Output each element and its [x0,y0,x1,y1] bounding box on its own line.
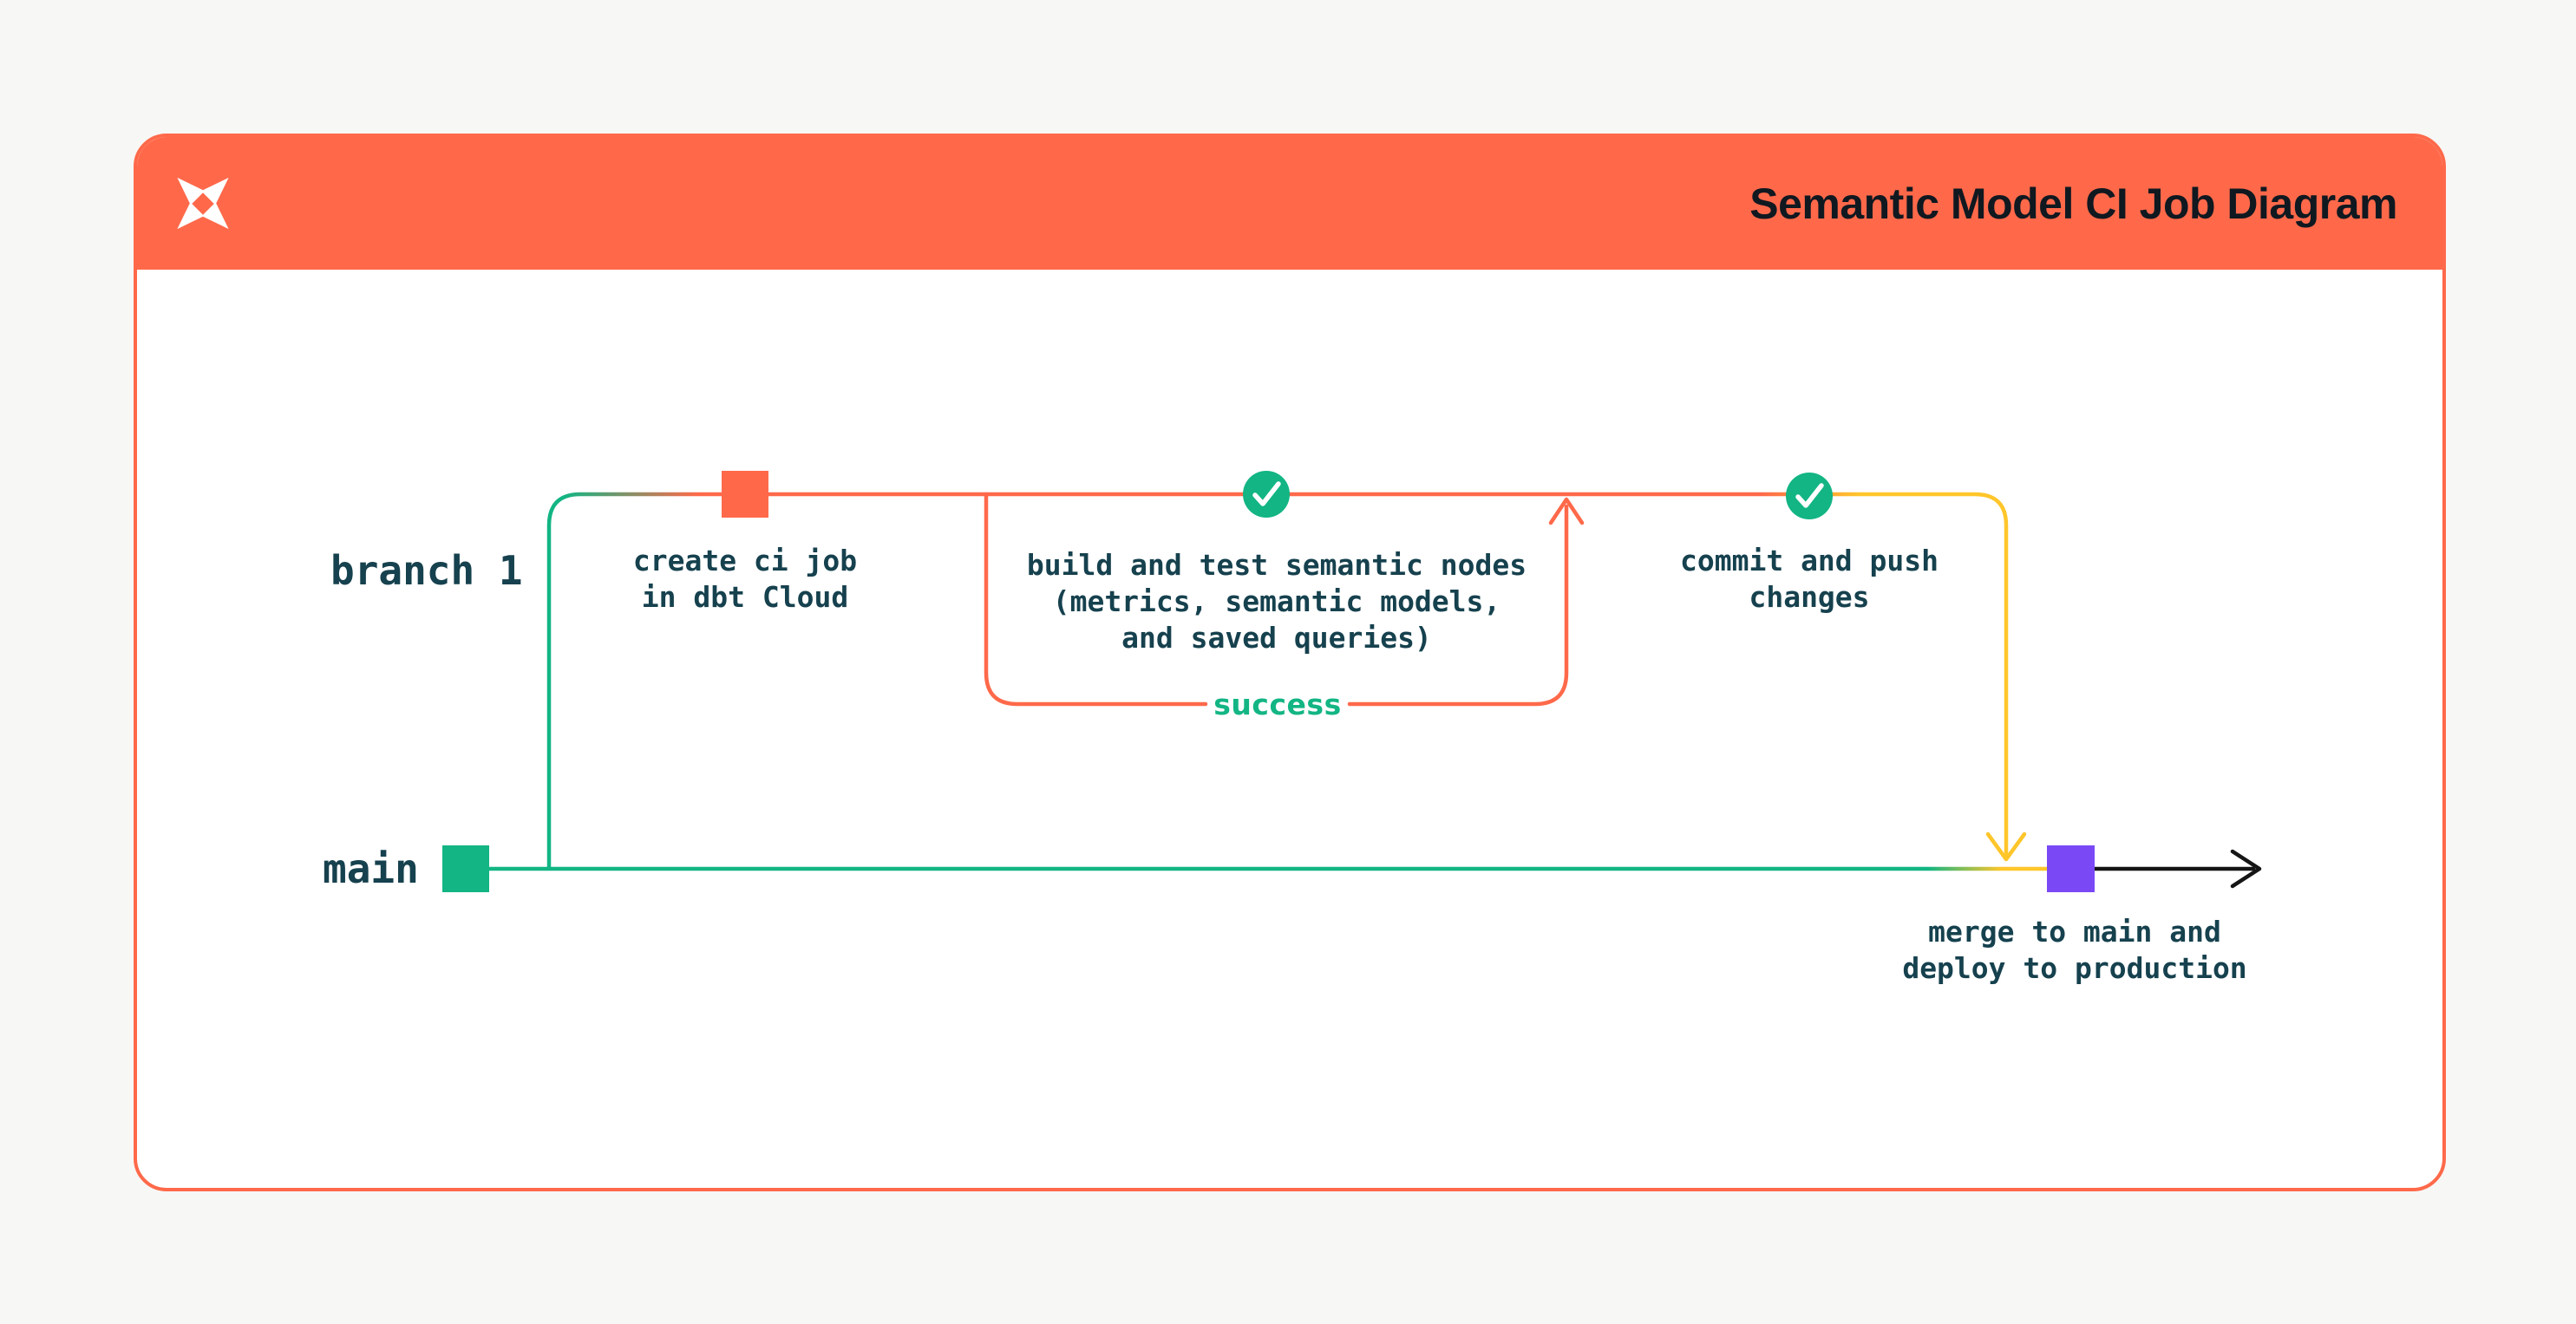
dbt-logo-icon [168,169,238,238]
success-label: success [1213,688,1342,721]
commit-push-label: commit and push changes [1679,544,1939,614]
create-ci-label: create ci job in dbt Cloud [632,544,858,614]
card-header: Semantic Model CI Job Diagram [137,137,2442,270]
merge-label: merge to main and deploy to production [1902,915,2247,985]
page-title: Semantic Model CI Job Diagram [1749,179,2397,228]
branch1-label: branch 1 [330,547,523,594]
diagram-card: Semantic Model CI Job Diagram [134,134,2446,1191]
main-label: main [323,845,419,892]
build-test-label: build and test semantic nodes (metrics, … [1026,548,1527,655]
